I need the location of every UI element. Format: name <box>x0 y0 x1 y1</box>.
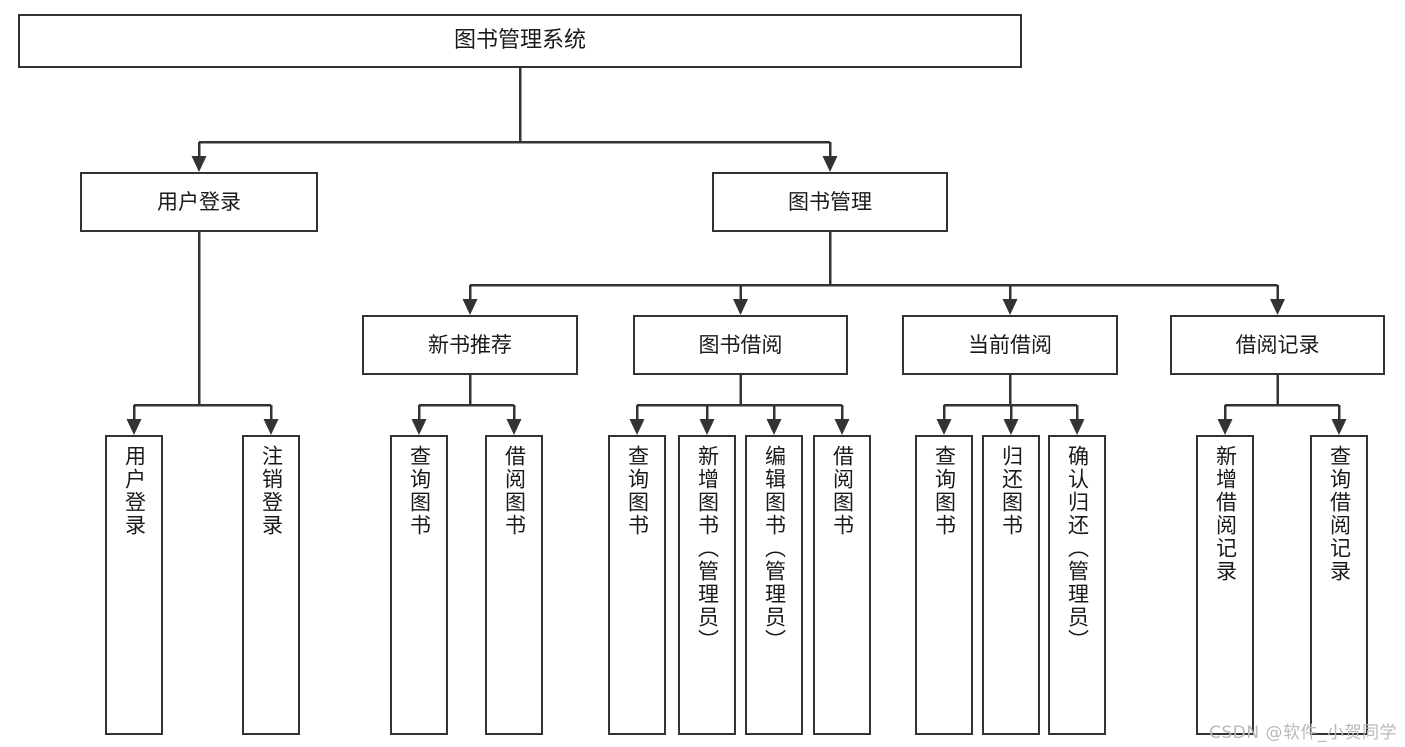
node-label: 查询借阅记录 <box>1327 445 1352 583</box>
node-label: 确认归还（管理员） <box>1065 445 1090 652</box>
node-new-book-recommend[interactable]: 新书推荐 <box>362 315 578 375</box>
node-current-borrow[interactable]: 当前借阅 <box>902 315 1118 375</box>
node-book-manage[interactable]: 图书管理 <box>712 172 948 232</box>
node-leaf-query-record[interactable]: 查询借阅记录 <box>1310 435 1368 735</box>
node-root[interactable]: 图书管理系统 <box>18 14 1022 68</box>
node-label: 编辑图书（管理员） <box>762 445 787 652</box>
node-label: 查询图书 <box>407 445 432 537</box>
node-label: 借阅图书 <box>830 445 855 537</box>
node-label: 新增图书（管理员） <box>695 445 720 652</box>
node-borrow-record[interactable]: 借阅记录 <box>1170 315 1385 375</box>
node-label: 用户登录 <box>122 445 147 537</box>
node-leaf-confirm-return[interactable]: 确认归还（管理员） <box>1048 435 1106 735</box>
node-leaf-borrow-book-1[interactable]: 借阅图书 <box>485 435 543 735</box>
watermark: CSDN @软件_小贺同学 <box>1209 723 1397 743</box>
node-leaf-query-book-3[interactable]: 查询图书 <box>915 435 973 735</box>
node-user-login[interactable]: 用户登录 <box>80 172 318 232</box>
node-label: 查询图书 <box>625 445 650 537</box>
node-leaf-edit-book[interactable]: 编辑图书（管理员） <box>745 435 803 735</box>
node-label: 新增借阅记录 <box>1213 445 1238 583</box>
node-leaf-borrow-book-2[interactable]: 借阅图书 <box>813 435 871 735</box>
node-leaf-query-book-2[interactable]: 查询图书 <box>608 435 666 735</box>
node-leaf-query-book-1[interactable]: 查询图书 <box>390 435 448 735</box>
node-book-borrow[interactable]: 图书借阅 <box>633 315 848 375</box>
node-label: 借阅图书 <box>502 445 527 537</box>
node-label: 查询图书 <box>932 445 957 537</box>
node-label: 借阅记录 <box>1235 332 1320 357</box>
node-label: 图书借阅 <box>698 332 783 357</box>
node-leaf-user-login[interactable]: 用户登录 <box>105 435 163 735</box>
node-leaf-add-record[interactable]: 新增借阅记录 <box>1196 435 1254 735</box>
node-leaf-return-book[interactable]: 归还图书 <box>982 435 1040 735</box>
node-label: 归还图书 <box>999 445 1024 537</box>
node-label: 新书推荐 <box>428 332 512 357</box>
node-label: 图书管理 <box>788 189 872 214</box>
node-label: 注销登录 <box>259 445 284 537</box>
node-label: 当前借阅 <box>968 332 1052 357</box>
node-leaf-add-book[interactable]: 新增图书（管理员） <box>678 435 736 735</box>
node-label: 图书管理系统 <box>453 28 586 54</box>
node-leaf-logout[interactable]: 注销登录 <box>242 435 300 735</box>
node-label: 用户登录 <box>157 189 241 214</box>
